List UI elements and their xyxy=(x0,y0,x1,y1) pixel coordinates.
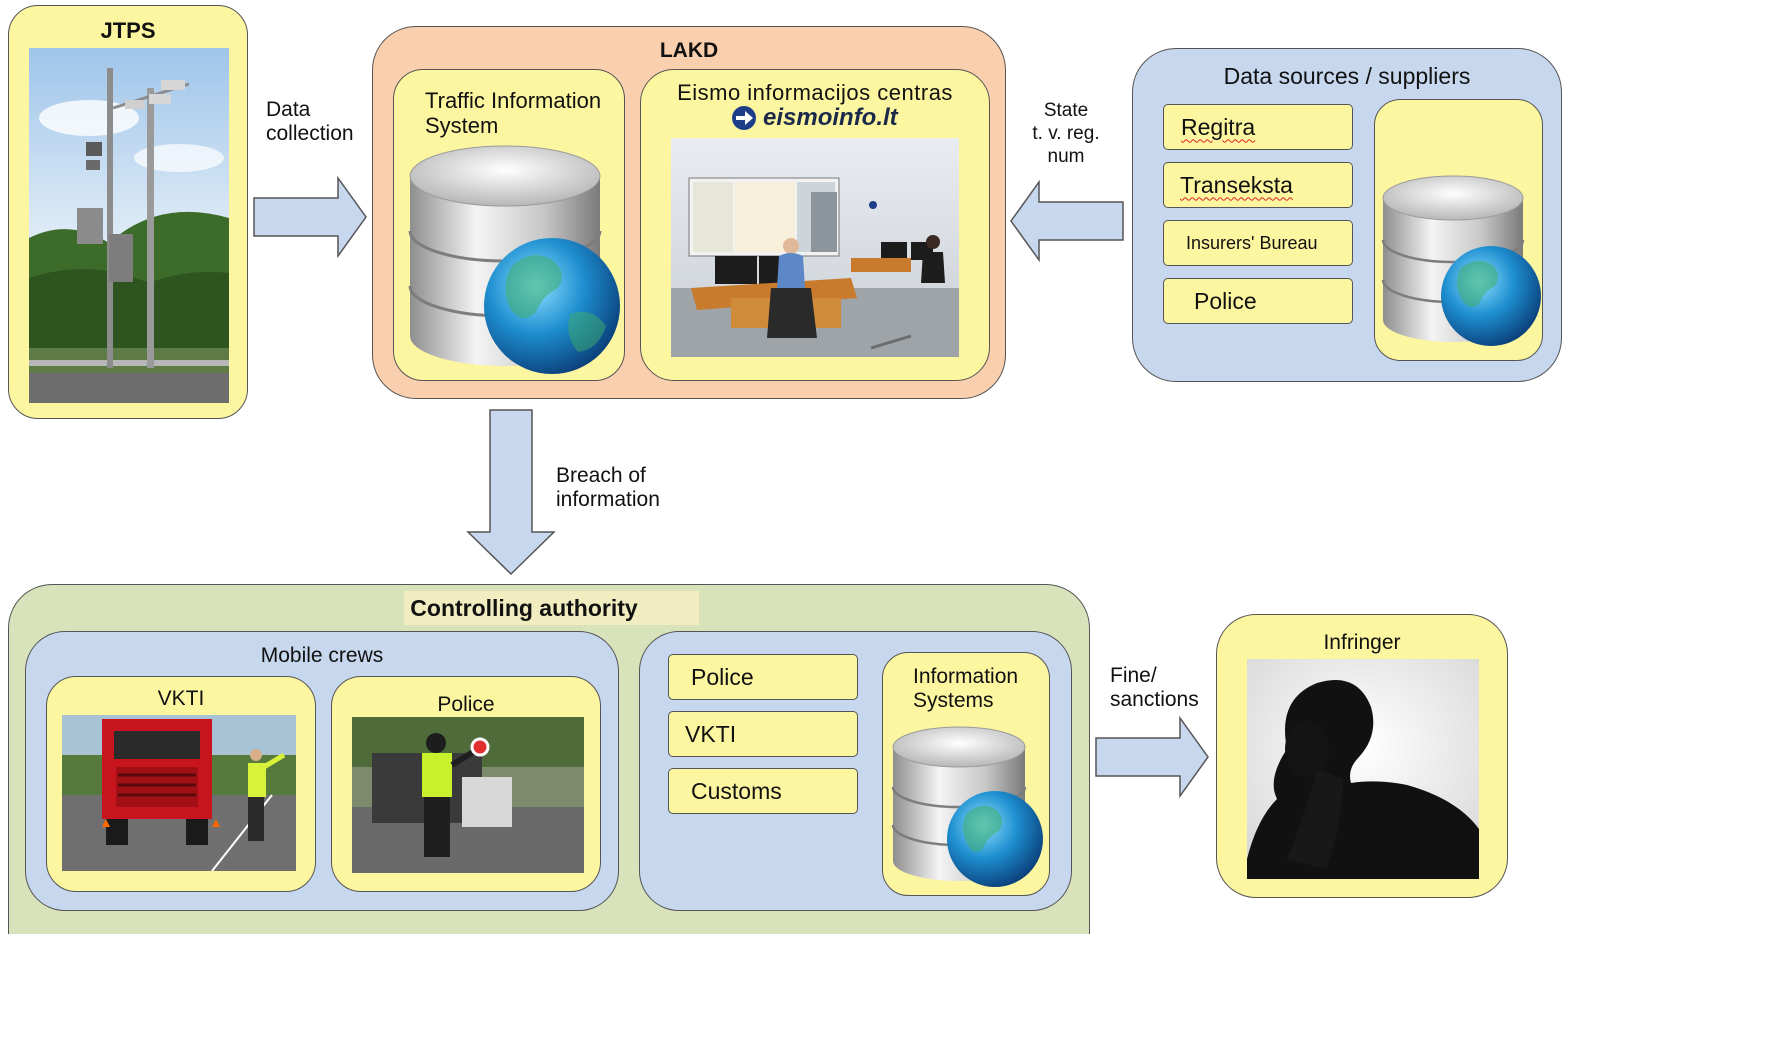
data-sources-panel: Data sources / suppliers Regitra Transek… xyxy=(1132,48,1562,382)
speed-camera-photo xyxy=(29,48,229,403)
infringer-photo xyxy=(1247,659,1479,879)
agency-police-label: Police xyxy=(691,663,754,690)
agency-customs-label: Customs xyxy=(691,777,782,804)
data-collection-label: Data collection xyxy=(266,98,354,146)
lakd-title: LAKD xyxy=(659,39,719,62)
database-globe-icon xyxy=(1381,175,1541,346)
tis-label: Traffic Information System xyxy=(425,88,602,139)
source-police-label: Police xyxy=(1194,287,1257,314)
infringer-title: Infringer xyxy=(1323,631,1401,654)
authority-title: Controlling authority xyxy=(410,595,638,621)
arrow-breach xyxy=(466,409,556,576)
source-insurers-bureau: Insurers' Bureau xyxy=(1163,220,1353,266)
vkti-crew-box: VKTI xyxy=(46,676,316,892)
vkti-truck-photo xyxy=(62,715,296,871)
arrow-logo-icon xyxy=(732,106,756,130)
agencies-panel: Police VKTI Customs Information Systems xyxy=(639,631,1072,911)
mobile-crews-title: Mobile crews xyxy=(260,644,384,667)
source-police: Police xyxy=(1163,278,1353,324)
data-sources-title: Data sources / suppliers xyxy=(1223,63,1471,89)
sources-database-box xyxy=(1374,99,1543,361)
authority-title-bg xyxy=(404,591,699,625)
arrow-fine xyxy=(1095,716,1209,798)
control-room-photo xyxy=(671,138,959,357)
agency-customs: Customs xyxy=(668,768,858,814)
eismoinfo-logo: eismoinfo.lt xyxy=(731,104,898,132)
traffic-info-system-box: Traffic Information System xyxy=(393,69,625,381)
mobile-crews-panel: Mobile crews VKTI xyxy=(25,631,619,911)
jtps-panel: JTPS xyxy=(8,5,248,419)
lakd-panel: LAKD Traffic Information System Eismo in… xyxy=(372,26,1006,399)
agency-police: Police xyxy=(668,654,858,700)
eic-label: Eismo informacijos centras xyxy=(677,80,953,105)
information-systems-box: Information Systems xyxy=(882,652,1050,896)
information-systems-label: Information Systems xyxy=(913,665,1019,713)
breach-label: Breach of information xyxy=(556,464,660,512)
police-crew-label: Police xyxy=(437,693,495,716)
eismoinfo-logo-text: eismoinfo.lt xyxy=(763,104,898,131)
database-globe-icon xyxy=(891,726,1043,887)
police-crew-box: Police xyxy=(331,676,601,892)
fine-label: Fine/ sanctions xyxy=(1110,664,1199,712)
source-insurers-bureau-label: Insurers' Bureau xyxy=(1186,232,1318,253)
source-transeksta: Transeksta xyxy=(1163,162,1353,208)
arrow-data-collection xyxy=(253,176,367,258)
source-regitra: Regitra xyxy=(1163,104,1353,150)
vkti-crew-label: VKTI xyxy=(157,687,205,710)
arrow-state-reg xyxy=(1010,180,1124,262)
infringer-panel: Infringer xyxy=(1216,614,1508,898)
database-globe-icon xyxy=(408,145,620,374)
agency-vkti: VKTI xyxy=(668,711,858,757)
controlling-authority-panel: Controlling authority Mobile crews VKTI xyxy=(8,584,1090,934)
agency-vkti-label: VKTI xyxy=(685,720,737,747)
jtps-title: JTPS xyxy=(100,18,156,43)
source-transeksta-label: Transeksta xyxy=(1180,171,1293,198)
state-reg-label: State t. v. reg. num xyxy=(1032,100,1100,167)
police-officer-photo xyxy=(352,717,584,873)
source-regitra-label: Regitra xyxy=(1181,113,1256,140)
eismo-info-centras-box: Eismo informacijos centras eismoinfo.lt xyxy=(640,69,990,381)
